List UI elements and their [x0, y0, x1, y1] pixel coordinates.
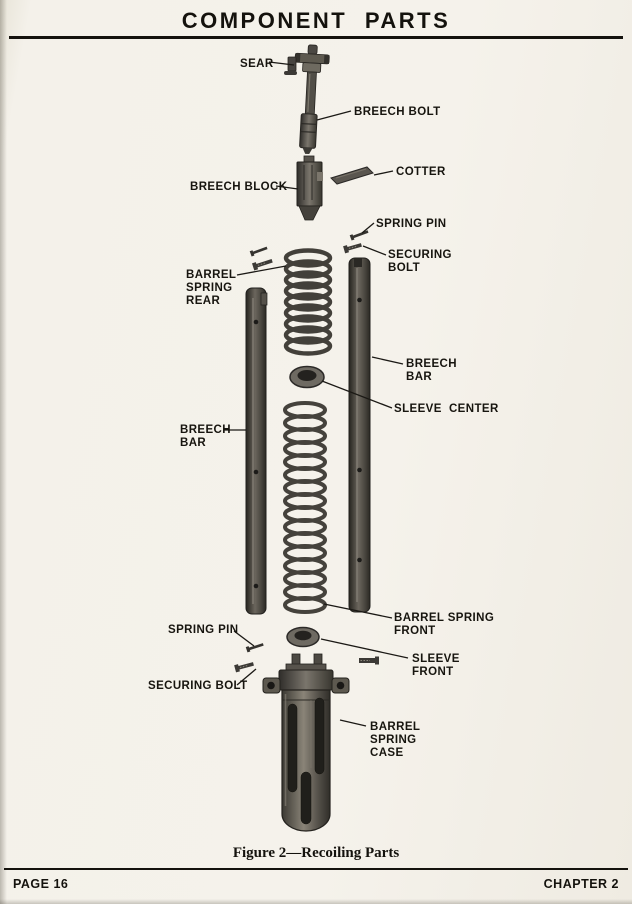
label-sear: SEAR — [240, 58, 274, 70]
sleeve-center-part — [289, 365, 325, 389]
leader-securing-bolt-top — [362, 245, 387, 256]
leader-spring-pin-bottom — [233, 630, 255, 647]
label-barrel-spring-case-line1: BARREL — [370, 721, 420, 733]
leader-sleeve-front — [320, 638, 409, 659]
spring-pin-top-left-part — [249, 246, 268, 257]
label-barrel-spring-case-line2: SPRING — [370, 734, 417, 746]
label-securing-bolt-bottom: SECURING BOLT — [148, 680, 248, 692]
label-sleeve-front-line2: FRONT — [412, 666, 454, 678]
breech-bar-left-part — [245, 287, 268, 615]
label-barrel-spring-rear-line3: REAR — [186, 295, 220, 307]
figure-caption: Figure 2—Recoiling Parts — [232, 845, 400, 861]
sear-part — [284, 56, 297, 75]
label-sleeve-center: SLEEVE CENTER — [394, 403, 499, 415]
label-barrel-spring-rear-line1: BARREL — [186, 269, 236, 281]
footer-rule — [4, 868, 628, 870]
breech-bar-right-part — [348, 257, 371, 613]
leader-barrel-spring-rear — [236, 265, 287, 276]
sleeve-front-part — [286, 626, 320, 648]
leader-sleeve-center — [321, 380, 393, 409]
leader-sear — [268, 61, 295, 66]
spring-pin-top-part — [349, 230, 369, 241]
leader-breech-block — [275, 185, 299, 190]
label-barrel-spring-rear-line2: SPRING — [186, 282, 233, 294]
page-number: PAGE 16 — [13, 877, 69, 891]
spring-pin-bottom-part — [245, 643, 264, 653]
barrel-spring-front-part — [283, 401, 327, 614]
page-title: COMPONENT PARTS — [181, 8, 451, 33]
label-sleeve-front-line1: SLEEVE — [412, 653, 460, 665]
securing-bolt-top-left-part — [252, 259, 273, 271]
label-securing-bolt-top-line1: SECURING — [388, 249, 452, 261]
label-breech-bolt: BREECH BOLT — [354, 106, 441, 118]
securing-bolt-bottom-part — [234, 662, 254, 673]
header-rule — [9, 36, 623, 39]
label-securing-bolt-top-line2: BOLT — [388, 262, 420, 274]
label-breech-bar-right-line1: BREECH — [406, 358, 457, 370]
leader-breech-bar-right — [371, 356, 404, 365]
leader-cotter — [373, 170, 394, 176]
label-spring-pin-bottom: SPRING PIN — [168, 624, 238, 636]
part-labels: SEAR BREECH BOLT BREECH BLOCK COTTER SPR… — [148, 58, 499, 759]
label-breech-bar-left-line2: BAR — [180, 437, 206, 449]
leader-spring-pin-top — [361, 222, 375, 234]
barrel-spring-rear-part — [286, 251, 330, 354]
leader-breech-bolt — [316, 110, 352, 121]
label-barrel-spring-front-line2: FRONT — [394, 625, 436, 637]
leader-lines — [224, 61, 409, 727]
securing-bolt-bottom-right-part — [359, 656, 379, 665]
breech-bolt-part — [294, 44, 330, 155]
leader-securing-bolt-bottom — [236, 668, 257, 686]
label-breech-bar-right-line2: BAR — [406, 371, 432, 383]
chapter-number: CHAPTER 2 — [543, 877, 619, 891]
label-barrel-spring-case-line3: CASE — [370, 747, 404, 759]
cotter-part — [330, 166, 374, 185]
securing-bolt-top-part — [343, 243, 362, 254]
label-breech-bar-left-line1: BREECH — [180, 424, 231, 436]
breech-block-part — [296, 155, 323, 221]
label-cotter: COTTER — [396, 166, 446, 178]
label-barrel-spring-front-line1: BARREL SPRING — [394, 612, 494, 624]
barrel-spring-case-part — [262, 653, 350, 832]
leader-barrel-spring-front — [323, 603, 393, 619]
label-breech-block: BREECH BLOCK — [190, 181, 288, 193]
label-spring-pin-top: SPRING PIN — [376, 218, 446, 230]
leader-barrel-spring-case — [339, 719, 367, 727]
